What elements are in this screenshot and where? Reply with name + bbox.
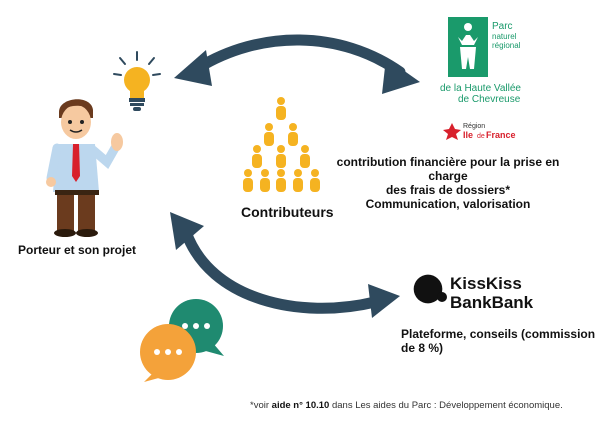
- contributeurs-label: Contributeurs: [241, 204, 334, 220]
- region-ile: Ile: [463, 130, 473, 140]
- top-arrow-head-right: [382, 58, 420, 94]
- region-de: de: [477, 133, 485, 140]
- parc-line4: de Chevreuse: [458, 94, 521, 105]
- kkbb-line1: KissKiss: [450, 274, 522, 293]
- bottom-double-arrow: [180, 226, 381, 314]
- kkbb-line2: BankBank: [450, 293, 534, 312]
- porteur-label: Porteur et son projet: [18, 243, 137, 257]
- top-arrow-head-left: [174, 50, 212, 86]
- parc-line1: naturel: [492, 32, 517, 41]
- footnote-suffix: dans Les aides du Parc : Développement é…: [329, 400, 563, 411]
- plateforme-label: Plateforme, conseils (commission de 8 %): [401, 327, 596, 355]
- chat-bubbles-icon: [140, 299, 224, 382]
- bottom-arrow-head-right: [368, 284, 400, 318]
- region-france: France: [486, 130, 516, 140]
- finance-line1: contribution financière pour la prise en…: [336, 155, 560, 183]
- bottom-arrow-head-left: [170, 212, 204, 250]
- porteur-person-icon: [46, 99, 123, 237]
- finance-line3: Communication, valorisation: [365, 197, 531, 211]
- region-top: Région: [463, 123, 485, 130]
- lightbulb-icon: [113, 51, 161, 111]
- parc-logo: Parc naturel régional de la Haute Vallée…: [440, 17, 521, 140]
- finance-label: contribution financière pour la prise en…: [328, 155, 568, 211]
- footnote-bold: aide n° 10.10: [271, 400, 330, 411]
- parc-line2: régional: [492, 41, 521, 50]
- kisskissbankbank-logo: KissKiss BankBank: [413, 274, 534, 312]
- parc-brand: Parc: [492, 21, 513, 32]
- parc-line3: de la Haute Vallée: [440, 83, 521, 94]
- footnote-prefix: *voir: [250, 400, 272, 411]
- top-double-arrow: [192, 34, 406, 78]
- footnote: *voir aide n° 10.10 dans Les aides du Pa…: [250, 400, 563, 411]
- finance-line2: des frais de dossiers*: [385, 183, 511, 197]
- contributors-icon: [243, 97, 320, 192]
